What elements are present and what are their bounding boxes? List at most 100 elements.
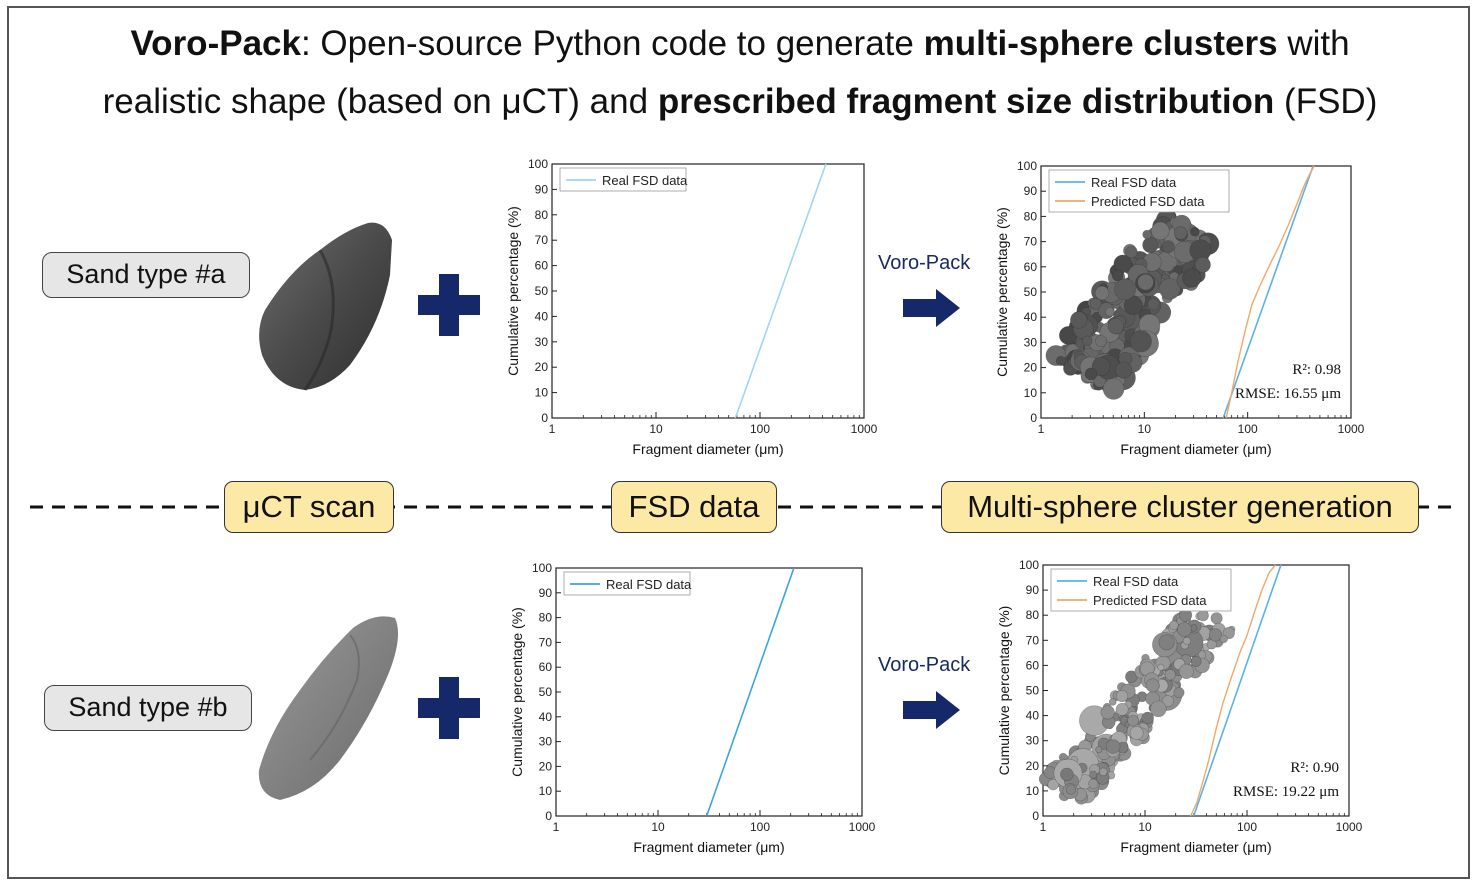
legend-box — [1050, 568, 1232, 612]
cluster-sphere — [1210, 612, 1223, 625]
sphere-cluster-image — [1045, 209, 1220, 400]
cluster-sphere — [1114, 278, 1137, 301]
cluster-sphere — [1095, 335, 1107, 347]
cluster-sphere — [1147, 298, 1160, 311]
plus-icon — [418, 274, 480, 336]
x-tick-label: 10 — [651, 820, 665, 834]
cluster-sphere — [1065, 784, 1076, 795]
cluster-sphere — [1047, 778, 1059, 791]
metric-annotation: RMSE: 19.22 μm — [1233, 784, 1339, 800]
cluster-sphere — [1182, 268, 1202, 288]
right-arrow-icon — [903, 691, 960, 729]
y-tick-label: 10 — [535, 386, 549, 400]
x-tick-label: 10 — [1138, 820, 1152, 834]
sand-type-b-label: Sand type #b — [44, 685, 252, 731]
y-tick-label: 60 — [535, 259, 549, 273]
y-tick-label: 40 — [1026, 709, 1040, 723]
legend-box — [559, 167, 687, 192]
y-tick-label: 10 — [539, 784, 553, 798]
x-axis-label: Fragment diameter (μm) — [1120, 839, 1271, 855]
cluster-sphere — [1129, 330, 1152, 353]
title-text-2: with — [1277, 24, 1350, 63]
metric-annotation: RMSE: 16.55 μm — [1235, 386, 1341, 402]
metric-annotation: R²: 0.90 — [1290, 760, 1339, 776]
x-tick-label: 1 — [553, 820, 560, 834]
y-tick-label: 50 — [539, 685, 553, 699]
cluster-sphere — [1168, 620, 1179, 631]
y-tick-label: 20 — [1026, 759, 1040, 773]
cluster-sphere — [1182, 636, 1191, 646]
cluster-sphere — [1115, 361, 1133, 379]
y-tick-label: 70 — [535, 233, 549, 247]
cluster-sphere — [1089, 297, 1102, 310]
y-tick-label: 80 — [1024, 209, 1038, 223]
sand-particle-a-image — [259, 222, 392, 391]
cluster-sphere — [1159, 278, 1181, 300]
cluster-sphere — [1173, 687, 1185, 699]
title-bold-voropack: Voro-Pack — [130, 24, 301, 63]
x-tick-label: 100 — [1238, 422, 1258, 436]
title-line-1: Voro-Pack: Open-source Python code to ge… — [0, 24, 1480, 64]
cluster-sphere — [1177, 622, 1192, 637]
cluster-sphere — [1116, 690, 1129, 703]
legend-label: Real FSD data — [1091, 175, 1177, 190]
legend-box — [563, 571, 691, 596]
y-axis-label: Cumulative percentage (%) — [996, 606, 1012, 776]
title-text-1: : Open-source Python code to generate — [300, 24, 924, 63]
sand-particle-b-image — [258, 616, 399, 800]
y-tick-label: 90 — [535, 182, 549, 196]
cluster-sphere — [1081, 335, 1093, 347]
cluster-sphere — [1107, 318, 1124, 335]
metric-annotation: R²: 0.98 — [1292, 362, 1341, 378]
x-tick-label: 1000 — [1338, 422, 1365, 436]
series-line — [1189, 564, 1276, 817]
cluster-sphere — [1197, 609, 1209, 622]
series-line — [1222, 165, 1314, 419]
y-tick-label: 90 — [1024, 184, 1038, 198]
cluster-sphere — [1099, 767, 1108, 777]
cluster-sphere — [1164, 669, 1176, 681]
legend-box — [1048, 169, 1230, 213]
series-line — [1192, 564, 1282, 817]
y-tick-label: 20 — [1024, 361, 1038, 375]
y-tick-label: 100 — [1019, 558, 1039, 572]
cluster-sphere — [1173, 226, 1188, 240]
y-tick-label: 10 — [1024, 386, 1038, 400]
y-tick-label: 60 — [539, 660, 553, 674]
cluster-sphere — [1108, 698, 1117, 706]
x-tick-label: 1 — [549, 422, 556, 436]
x-axis-label: Fragment diameter (μm) — [633, 839, 784, 855]
y-tick-label: 10 — [1026, 784, 1040, 798]
series-line — [1225, 165, 1315, 419]
y-tick-label: 70 — [1026, 633, 1040, 647]
cluster-sphere — [1102, 378, 1125, 400]
cluster-sphere — [1145, 678, 1160, 693]
x-axis-label: Fragment diameter (μm) — [1120, 441, 1271, 457]
series-line — [705, 567, 795, 817]
x-tick-label: 10 — [649, 422, 663, 436]
plus-icon — [418, 677, 480, 739]
y-axis-label: Cumulative percentage (%) — [509, 607, 525, 777]
stage-label-cluster-generation: Multi-sphere cluster generation — [941, 481, 1419, 533]
cluster-sphere — [1088, 778, 1099, 789]
y-tick-label: 90 — [1026, 583, 1040, 597]
y-tick-label: 60 — [1026, 658, 1040, 672]
y-tick-label: 80 — [1026, 608, 1040, 622]
cluster-sphere — [1150, 700, 1167, 718]
cluster-sphere — [1157, 663, 1165, 671]
cluster-sphere — [1105, 307, 1115, 317]
cluster-sphere — [1070, 311, 1088, 329]
cluster-sphere — [1190, 655, 1202, 667]
cluster-sphere — [1055, 355, 1066, 366]
y-tick-label: 30 — [1026, 734, 1040, 748]
cluster-sphere — [1158, 634, 1175, 651]
x-axis-label: Fragment diameter (μm) — [632, 441, 783, 457]
cluster-sphere — [1115, 702, 1129, 716]
y-tick-label: 20 — [539, 759, 553, 773]
plot-area — [551, 163, 865, 419]
y-axis-label: Cumulative percentage (%) — [505, 206, 521, 376]
y-tick-label: 50 — [535, 284, 549, 298]
